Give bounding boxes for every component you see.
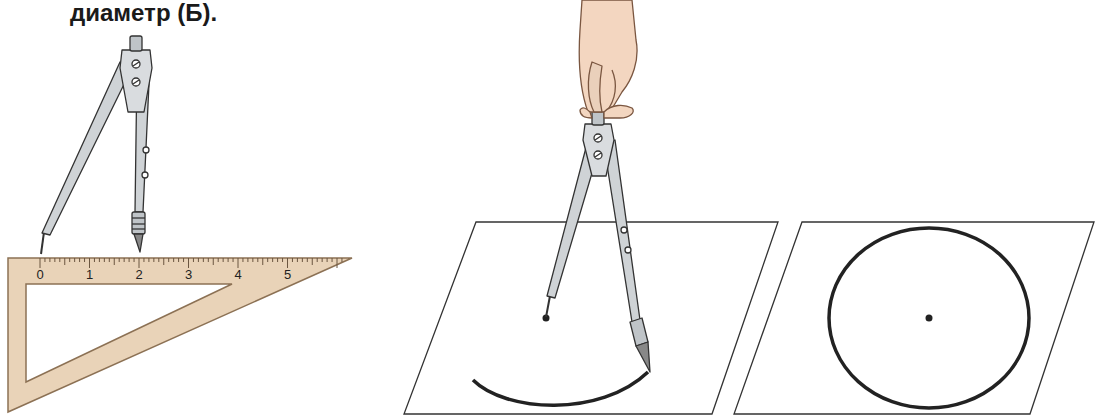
scale-number: 5 <box>284 268 291 282</box>
compass <box>41 36 152 254</box>
paper-sheet <box>404 222 778 414</box>
set-square <box>8 258 352 412</box>
heading-text: диаметр (Б). <box>70 0 217 26</box>
compass <box>546 105 650 372</box>
scale-number: 3 <box>185 268 192 282</box>
scale-number: 0 <box>36 268 43 282</box>
center-point <box>926 315 933 322</box>
scale-number: 4 <box>234 268 241 282</box>
drawn-arc <box>473 372 648 405</box>
drawn-circle <box>829 228 1029 408</box>
hand <box>579 0 637 118</box>
ruler-ticks <box>40 258 342 268</box>
paper-sheet <box>734 222 1094 414</box>
scale-number: 2 <box>135 268 142 282</box>
scale-number: 1 <box>86 268 93 282</box>
